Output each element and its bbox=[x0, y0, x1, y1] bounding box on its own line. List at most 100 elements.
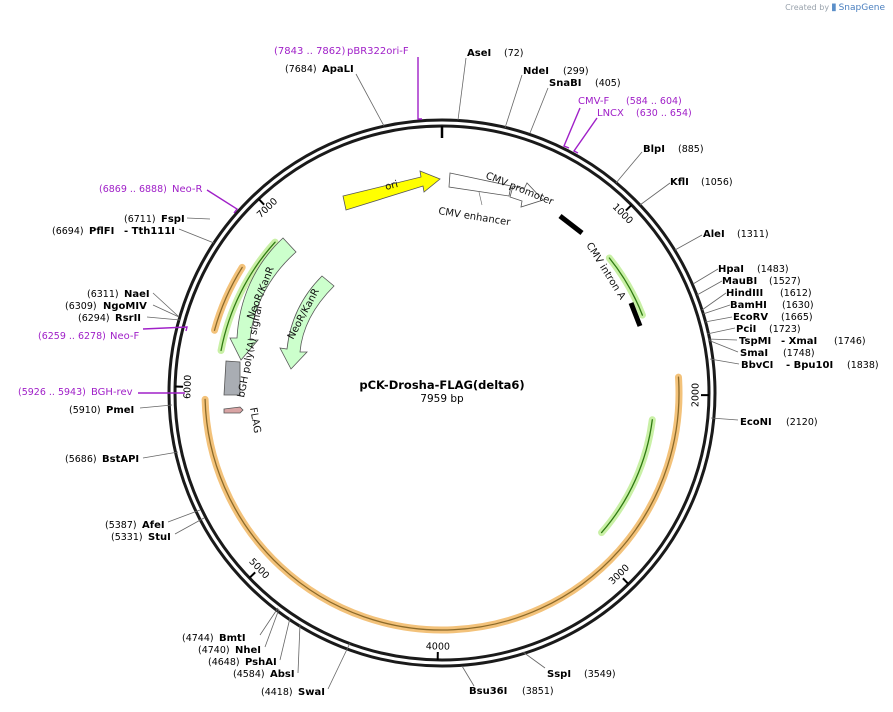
primer-neof-range: (6259 .. 6278) bbox=[38, 331, 106, 342]
primer-neof-marker bbox=[143, 327, 187, 331]
site-fspi-name: FspI bbox=[161, 214, 185, 225]
site-pshai-name: PshAI bbox=[245, 657, 277, 668]
site-pflfi-pos: (6694) bbox=[52, 226, 84, 237]
site-ecorv-name: EcoRV bbox=[733, 312, 768, 323]
leader-maubi bbox=[697, 281, 722, 295]
drosha-orf-highlight bbox=[205, 377, 679, 630]
leader-fspi bbox=[187, 218, 210, 219]
scale-tick-label: 6000 bbox=[182, 375, 194, 399]
site-pmei-pos: (5910) bbox=[69, 405, 101, 416]
flag-feature bbox=[224, 407, 243, 413]
leader-ndei bbox=[505, 75, 522, 128]
scale-tick-label: 4000 bbox=[426, 641, 450, 652]
site-econi-name: EcoNI bbox=[740, 417, 772, 428]
site-nhei-name: NheI bbox=[235, 645, 261, 656]
site-pcii-name: PciI bbox=[736, 324, 756, 335]
site-naei-name: NaeI bbox=[124, 289, 150, 300]
primer-neof-name: Neo-F bbox=[110, 331, 140, 342]
sites-right: (7684) ApaLI AseI (72) NdeI (299) SnaBI … bbox=[285, 48, 879, 697]
site-fspi-pos: (6711) bbox=[124, 214, 156, 225]
cmv-intron-bar-start bbox=[560, 216, 582, 233]
site-snabi-pos: (405) bbox=[595, 78, 621, 89]
site-sspi-pos: (3549) bbox=[584, 669, 616, 680]
site-kfli-pos: (1056) bbox=[701, 177, 733, 188]
orf-arcs bbox=[205, 242, 679, 630]
site-bbvci-name: BbvCI bbox=[741, 360, 773, 371]
site-hindiii-pos: (1612) bbox=[780, 288, 812, 299]
sites-left: (6711) FspI (6694) PflFI - Tth111I (6311… bbox=[52, 214, 325, 698]
primer-neor-name: Neo-R bbox=[172, 184, 203, 195]
leader-pcii bbox=[707, 328, 735, 334]
site-kfli-name: KflI bbox=[670, 177, 689, 188]
site-hindiii-name: HindIII bbox=[726, 288, 763, 299]
plasmid-name: pCK-Drosha-FLAG(delta6) bbox=[359, 378, 524, 392]
site-bamhi-name: BamHI bbox=[730, 300, 767, 311]
site-bmti-pos: (4744) bbox=[182, 633, 214, 644]
leader-pmei bbox=[140, 405, 172, 408]
leader-stui bbox=[175, 518, 204, 534]
site-afei-pos: (5387) bbox=[105, 520, 137, 531]
site-smai-name: SmaI bbox=[740, 348, 768, 359]
site-apali-pos: (7684) bbox=[285, 64, 317, 75]
primer-bghrev-name: BGH-rev bbox=[91, 387, 133, 398]
primer-cmvf-marker bbox=[564, 108, 580, 148]
site-tspmi-pos: (1746) bbox=[834, 336, 866, 347]
site-pcii-pos: (1723) bbox=[769, 324, 801, 335]
site-asei-name: AseI bbox=[467, 48, 491, 59]
site-ecorv-pos: (1665) bbox=[781, 312, 813, 323]
leader-hpai bbox=[693, 269, 718, 284]
leader-pshai bbox=[280, 618, 290, 660]
primer-markers bbox=[138, 57, 597, 393]
site-pmei-name: PmeI bbox=[106, 405, 134, 416]
site-bsu36i-name: Bsu36I bbox=[469, 686, 507, 697]
site-nhei-pos: (4740) bbox=[198, 645, 230, 656]
primer-pbr322-range: (7843 .. 7862) bbox=[274, 46, 346, 57]
site-swai-name: SwaI bbox=[298, 687, 325, 698]
site-swai-pos: (4418) bbox=[261, 687, 293, 698]
site-alei-name: AleI bbox=[703, 229, 725, 240]
leader-kfli bbox=[640, 183, 670, 205]
leader-pflfi bbox=[179, 229, 214, 243]
site-snabi-name: SnaBI bbox=[549, 78, 581, 89]
leader-bsu36i bbox=[462, 666, 474, 686]
site-ndei-name: NdeI bbox=[523, 66, 549, 77]
primer-bghrev-range: (5926 .. 5943) bbox=[18, 387, 86, 398]
site-bbvci-sep: - Bpu10I bbox=[786, 360, 833, 371]
site-pflfi-name: PflFI bbox=[89, 226, 114, 237]
leader-rsrii bbox=[147, 317, 180, 320]
neor-kanr-2-feature bbox=[280, 276, 334, 369]
site-pshai-pos: (4648) bbox=[208, 657, 240, 668]
scale-tick bbox=[249, 572, 255, 578]
scale-tick bbox=[623, 578, 629, 584]
site-bsu36i-pos: (3851) bbox=[522, 686, 554, 697]
site-hpai-name: HpaI bbox=[718, 264, 744, 275]
leader-tspmi bbox=[708, 339, 737, 340]
leader-afei bbox=[168, 510, 200, 522]
leader-sspi bbox=[523, 652, 545, 668]
site-econi-pos: (2120) bbox=[786, 417, 818, 428]
site-maubi-pos: (1527) bbox=[769, 276, 801, 287]
cmv-enhancer-label: CMV enhancer bbox=[438, 206, 512, 228]
drosha-orf-arrow bbox=[205, 377, 679, 630]
site-apali-name: ApaLI bbox=[322, 64, 354, 75]
leader-nhei bbox=[265, 609, 279, 647]
site-hpai-pos: (1483) bbox=[757, 264, 789, 275]
leader-alei bbox=[675, 235, 702, 250]
primer-lncx-marker bbox=[574, 118, 597, 153]
site-blpi-pos: (885) bbox=[678, 144, 704, 155]
site-naei-pos: (6311) bbox=[87, 289, 119, 300]
leader-swai bbox=[328, 643, 350, 689]
primer-neor-range: (6869 .. 6888) bbox=[99, 184, 167, 195]
site-maubi-name: MauBI bbox=[722, 276, 757, 287]
site-bbvci-pos: (1838) bbox=[847, 360, 879, 371]
leader-ngomiv bbox=[153, 305, 179, 317]
leader-blpi bbox=[616, 152, 642, 183]
primer-cmvf-range: (584 .. 604) bbox=[626, 96, 682, 107]
site-bamhi-pos: (1630) bbox=[782, 300, 814, 311]
leader-bmti bbox=[260, 608, 278, 635]
site-bstapi-name: BstAPI bbox=[102, 454, 139, 465]
primer-pbr322-name: pBR322ori-F bbox=[347, 46, 409, 57]
site-smai-pos: (1748) bbox=[783, 348, 815, 359]
site-tspmi-name: TspMI bbox=[739, 336, 771, 347]
